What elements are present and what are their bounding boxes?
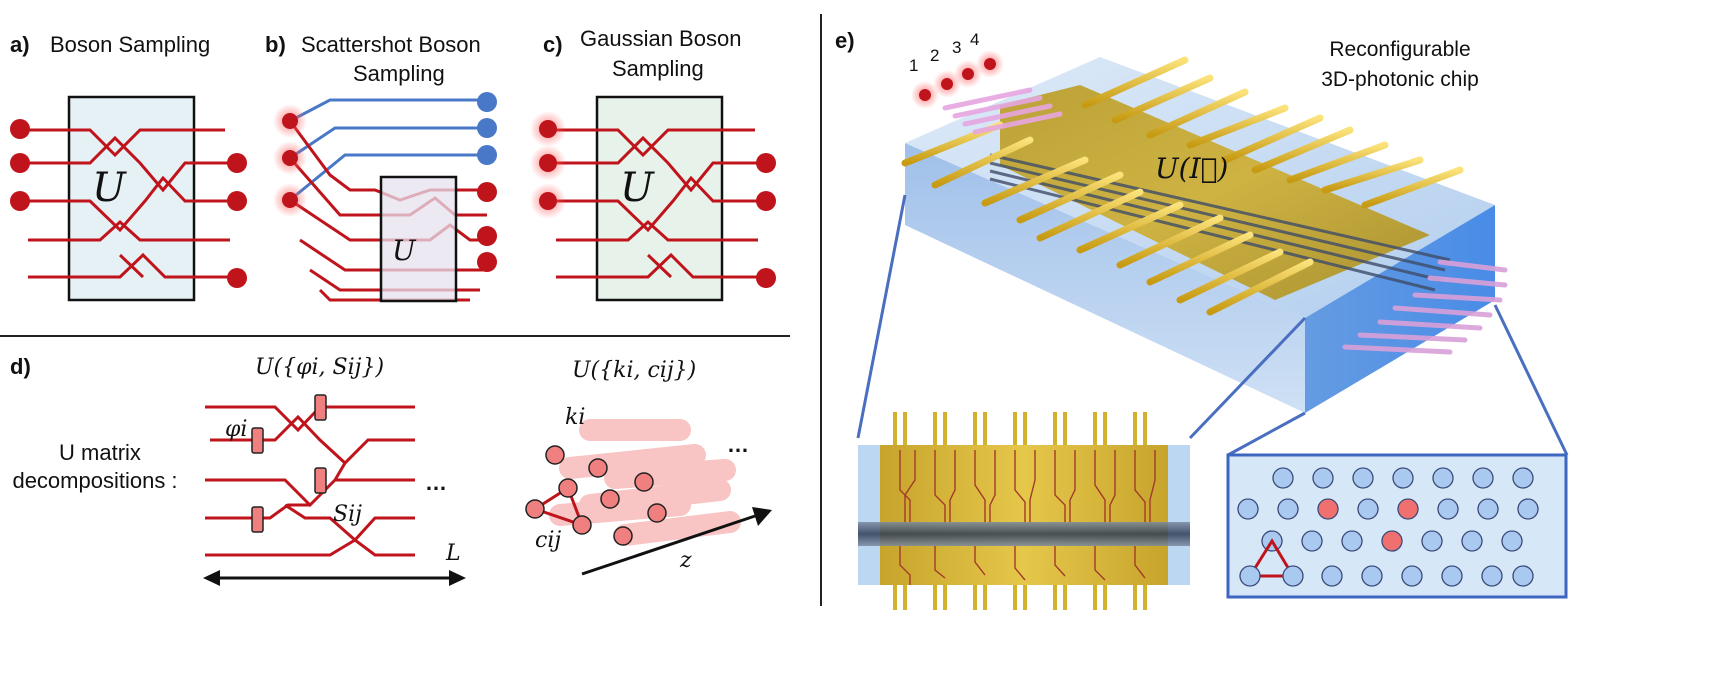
input-number-1: 1 — [909, 56, 919, 75]
output-fibers — [1342, 259, 1508, 355]
panel-d-tag: d) — [10, 354, 31, 379]
panel-d-desc-line2: decompositions : — [12, 468, 178, 493]
panel-b-diagram — [288, 98, 487, 303]
length-arrow — [203, 570, 466, 586]
phase-shifters — [251, 394, 327, 533]
panel-b-tag: b) — [265, 32, 286, 57]
panel-d-interferometer — [205, 405, 415, 557]
heater-pins-back — [1081, 56, 1464, 209]
chip-title-line2: 3D-photonic chip — [1321, 68, 1479, 91]
length-label: L — [446, 541, 461, 566]
panel-c-photons — [530, 111, 776, 288]
zoom-lines — [856, 194, 1569, 457]
panel-e-tag: e) — [835, 28, 855, 53]
formula-right: U({ki, cij}) — [572, 358, 697, 383]
matrix-label-a: U — [92, 165, 126, 211]
panel-c-title-line1: Gaussian Boson — [580, 26, 742, 51]
panel-a-tag: a) — [10, 32, 30, 57]
photonic-lattice — [525, 419, 741, 546]
gold-electrode-plate — [1000, 85, 1430, 300]
phase-label: φi — [225, 417, 248, 442]
input-number-3: 3 — [952, 38, 962, 57]
panel-c-diagram — [548, 95, 765, 302]
matrix-label-c: U — [620, 165, 654, 211]
chip-title-line1: Reconfigurable — [1329, 38, 1471, 61]
cross-section-view — [1226, 453, 1568, 599]
panel-d-desc-line1: U matrix — [59, 440, 141, 465]
input-photons — [911, 50, 1004, 109]
input-number-4: 4 — [970, 30, 980, 49]
input-fibers — [942, 87, 1063, 135]
ellipsis-left: … — [425, 470, 447, 495]
ellipsis-right: … — [727, 432, 749, 457]
chip-unitary-label: U(I⃗) — [1155, 152, 1229, 185]
z-axis-label: z — [680, 548, 692, 573]
z-arrow — [581, 507, 772, 576]
panel-a-title: Boson Sampling — [50, 32, 211, 57]
panel-c-title-line2: Sampling — [612, 56, 704, 81]
coupling-label: cij — [535, 528, 562, 553]
circuit-top-view — [858, 412, 1190, 610]
matrix-box-a — [67, 95, 196, 302]
photonic-chip-3d — [901, 50, 1508, 413]
panel-a-diagram — [20, 95, 235, 302]
chip-left-face — [905, 143, 1305, 413]
panel-b-photons — [273, 92, 497, 272]
matrix-box-b — [379, 175, 458, 303]
formula-left: U({φi, Sij}) — [255, 355, 385, 380]
matrix-box-c — [595, 95, 724, 302]
propagation-label: ki — [565, 405, 586, 430]
splitter-label: Sij — [333, 502, 362, 527]
panel-b-title-line2: Sampling — [353, 61, 445, 86]
panel-b-title-line1: Scattershot Boson — [301, 32, 481, 57]
matrix-label-b: U — [392, 234, 416, 267]
input-number-2: 2 — [930, 46, 940, 65]
panel-a-photons — [10, 119, 247, 288]
panel-c-tag: c) — [543, 32, 563, 57]
